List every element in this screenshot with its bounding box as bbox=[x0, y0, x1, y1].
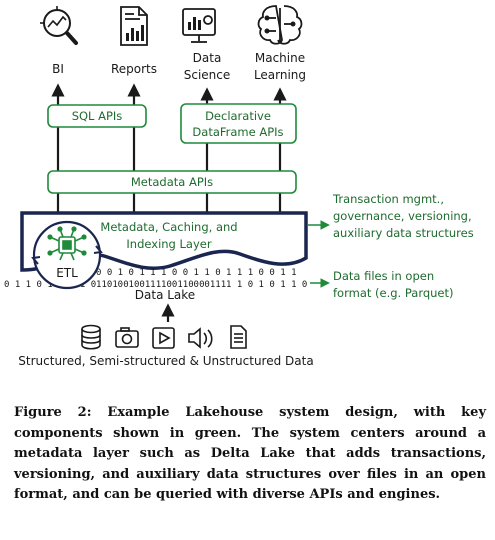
sql-apis-box: SQL APIs bbox=[47, 104, 147, 128]
etl-label: ETL bbox=[56, 266, 78, 280]
etl-cycle: ETL bbox=[31, 220, 103, 290]
metadata-layer-title-line2: Indexing Layer bbox=[126, 237, 211, 251]
reports-label: Reports bbox=[111, 62, 157, 76]
dataframe-apis-label-line1: Declarative bbox=[205, 109, 271, 123]
bi-magnifier-icon bbox=[40, 6, 78, 45]
transaction-note-line1: Transaction mgmt., bbox=[332, 192, 444, 206]
camera-icon bbox=[115, 327, 139, 348]
machine-learning-label-line2: Learning bbox=[254, 68, 306, 82]
bitstream-row2: 1 0 0 1 0 1 1 0 1 0 0 1 1 1 0 1 0 1 1 0 bbox=[96, 280, 307, 290]
transaction-note-line3: auxiliary data structures bbox=[333, 226, 474, 240]
metadata-layer-box: Metadata, Caching, and Indexing Layer bbox=[20, 211, 308, 272]
bitstream-row1: 0 0 1 0 1 1 1 0 0 1 1 0 1 1 1 0 0 1 1 bbox=[96, 268, 296, 278]
metadata-apis-box: Metadata APIs bbox=[47, 170, 297, 194]
report-document-icon bbox=[120, 6, 148, 46]
data-lake-label: Data Lake bbox=[135, 288, 195, 302]
metadata-apis-label: Metadata APIs bbox=[131, 175, 213, 189]
processing-chip-icon bbox=[47, 226, 87, 261]
document-icon bbox=[230, 325, 247, 349]
data-files-note-line2: format (e.g. Parquet) bbox=[333, 286, 454, 300]
data-science-label-line1: Data bbox=[193, 51, 222, 65]
lakehouse-diagram: BI Reports Data Science Machine Learning… bbox=[4, 5, 474, 368]
machine-learning-brain-icon bbox=[257, 5, 303, 45]
data-lake-bitstream: 0 0 1 0 1 1 1 0 0 1 1 0 1 1 1 0 0 1 1 1 … bbox=[4, 268, 307, 290]
machine-learning-label-line1: Machine bbox=[255, 51, 305, 65]
data-science-label-line2: Science bbox=[184, 68, 231, 82]
dataframe-apis-box: Declarative DataFrame APIs bbox=[180, 103, 297, 144]
audio-icon bbox=[188, 327, 213, 349]
data-files-note-line1: Data files in open bbox=[333, 269, 434, 283]
metadata-layer-title-line1: Metadata, Caching, and bbox=[100, 220, 237, 234]
data-science-monitor-icon bbox=[182, 8, 216, 43]
video-play-icon bbox=[152, 327, 175, 349]
bitstream-row3: 0 1 1 0 1 1 0 1 0 1 1 0 0 1 1 0 1 0 0 1 … bbox=[4, 280, 226, 290]
data-sources-label: Structured, Semi-structured & Unstructur… bbox=[18, 354, 313, 368]
figure-caption: Figure 2: Example Lakehouse system desig… bbox=[14, 405, 486, 502]
dataframe-apis-label-line2: DataFrame APIs bbox=[192, 125, 283, 139]
sql-apis-label: SQL APIs bbox=[72, 109, 123, 123]
database-icon bbox=[81, 324, 101, 350]
transaction-note-line2: governance, versioning, bbox=[333, 209, 472, 223]
bi-label: BI bbox=[52, 62, 64, 76]
